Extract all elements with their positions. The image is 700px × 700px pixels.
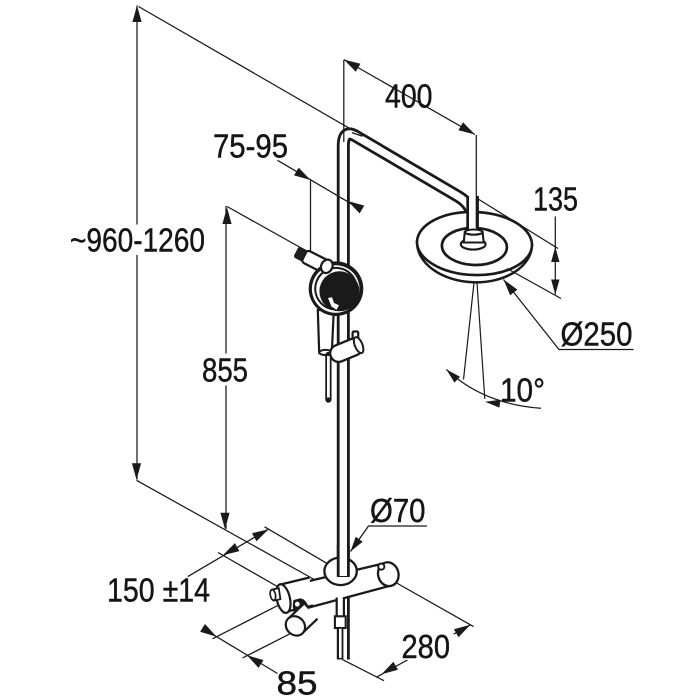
- svg-text:85: 85: [277, 665, 318, 700]
- svg-text:75-95: 75-95: [213, 128, 288, 165]
- svg-text:Ø250: Ø250: [561, 316, 633, 353]
- svg-text:135: 135: [533, 181, 578, 218]
- svg-text:~960-1260: ~960-1260: [70, 222, 205, 259]
- svg-text:400: 400: [385, 78, 433, 115]
- svg-text:150 ±14: 150 ±14: [107, 572, 210, 609]
- svg-text:Ø70: Ø70: [370, 492, 426, 529]
- svg-text:280: 280: [402, 628, 451, 665]
- svg-text:855: 855: [202, 352, 248, 389]
- svg-text:10°: 10°: [500, 372, 545, 409]
